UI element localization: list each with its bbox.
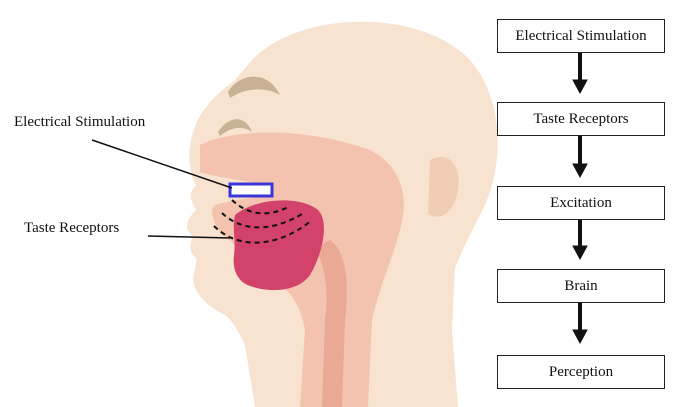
arrow-1 xyxy=(573,53,587,93)
label-electrical-stimulation: Electrical Stimulation xyxy=(14,114,145,131)
electrode xyxy=(230,184,272,196)
flow-step-taste-receptors: Taste Receptors xyxy=(497,102,665,136)
label-taste-receptors: Taste Receptors xyxy=(24,220,119,237)
arrow-3 xyxy=(573,220,587,259)
arrow-2 xyxy=(573,136,587,177)
flow-step-electrical-stimulation: Electrical Stimulation xyxy=(497,19,665,53)
flow-step-brain: Brain xyxy=(497,269,665,303)
flow-step-excitation: Excitation xyxy=(497,186,665,220)
arrow-4 xyxy=(573,303,587,343)
flow-step-perception: Perception xyxy=(497,355,665,389)
